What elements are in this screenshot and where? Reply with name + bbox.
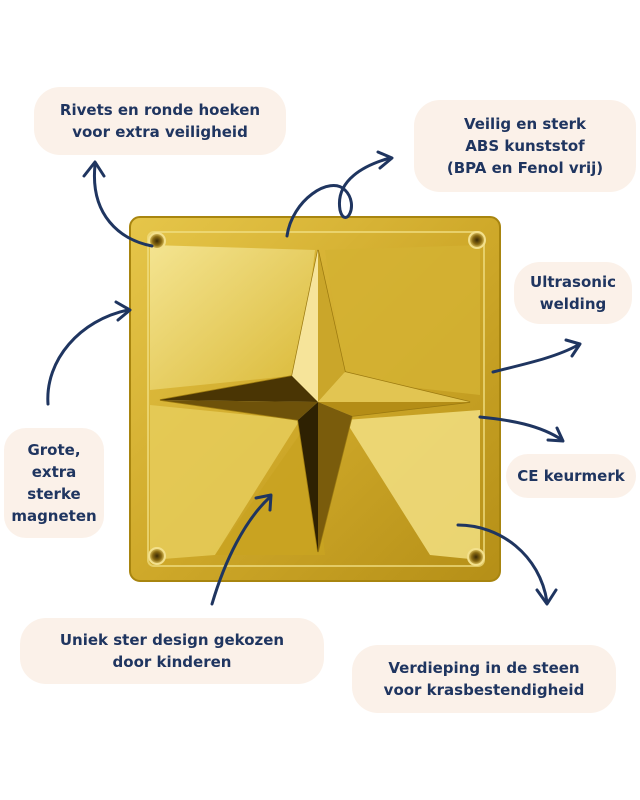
label-recess: Verdieping in de steen voor krasbestendi… — [352, 645, 616, 713]
label-magnets: Grote, extra sterke magneten — [4, 428, 104, 538]
label-rivets: Rivets en ronde hoeken voor extra veilig… — [34, 87, 286, 155]
label-star-design: Uniek ster design gekozen door kinderen — [20, 618, 324, 684]
label-ce-mark: CE keurmerk — [506, 454, 636, 498]
label-abs-plastic: Veilig en sterk ABS kunststof (BPA en Fe… — [414, 100, 636, 192]
label-ultrasonic-welding: Ultrasonic welding — [514, 262, 632, 324]
